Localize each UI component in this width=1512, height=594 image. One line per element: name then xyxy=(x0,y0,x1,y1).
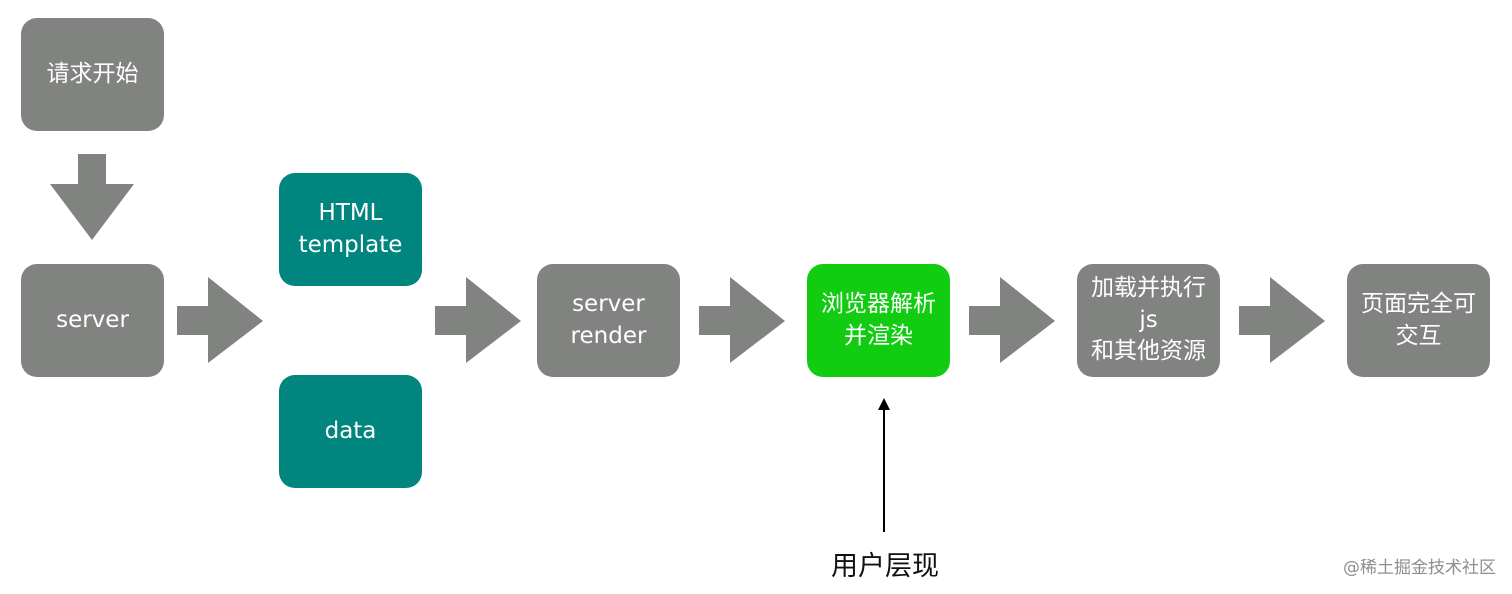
right-arrow-icon xyxy=(177,277,263,363)
node-label-line: server xyxy=(572,290,645,317)
node-html-template: HTML template xyxy=(279,173,422,286)
right-arrow-icon xyxy=(1239,277,1325,363)
node-server: server xyxy=(21,264,164,377)
node-label-line: 并渲染 xyxy=(844,322,913,349)
watermark: @稀土掘金技术社区 xyxy=(1343,558,1496,578)
node-label-line: 和其他资源 xyxy=(1091,338,1206,365)
node-browser-parse-render: 浏览器解析 并渲染 xyxy=(807,264,950,377)
node-label-line: HTML xyxy=(318,199,383,226)
node-data: data xyxy=(279,375,422,488)
node-label-line: 浏览器解析 xyxy=(821,290,936,317)
right-arrow-icon xyxy=(699,277,785,363)
node-label-line: 交互 xyxy=(1395,322,1442,349)
node-label-line: 页面完全可 xyxy=(1361,290,1476,317)
right-arrow-icon xyxy=(969,277,1055,363)
right-arrow-icon xyxy=(435,277,521,363)
node-label-line: render xyxy=(570,322,647,349)
node-label-line: 加载并执行js xyxy=(1091,274,1206,333)
node-label-line: 请求开始 xyxy=(46,60,139,87)
node-label-line: template xyxy=(298,231,403,258)
node-label-line: server xyxy=(56,306,129,333)
user-visible-label: 用户层现 xyxy=(831,551,939,582)
down-arrow-icon xyxy=(50,154,134,240)
node-request-start: 请求开始 xyxy=(21,18,164,131)
node-page-interactive: 页面完全可 交互 xyxy=(1347,264,1490,377)
node-server-render: server render xyxy=(537,264,680,377)
up-pointer-arrow-icon xyxy=(878,398,890,532)
node-label-line: data xyxy=(324,417,377,444)
node-load-execute-js: 加载并执行js 和其他资源 xyxy=(1077,264,1220,377)
